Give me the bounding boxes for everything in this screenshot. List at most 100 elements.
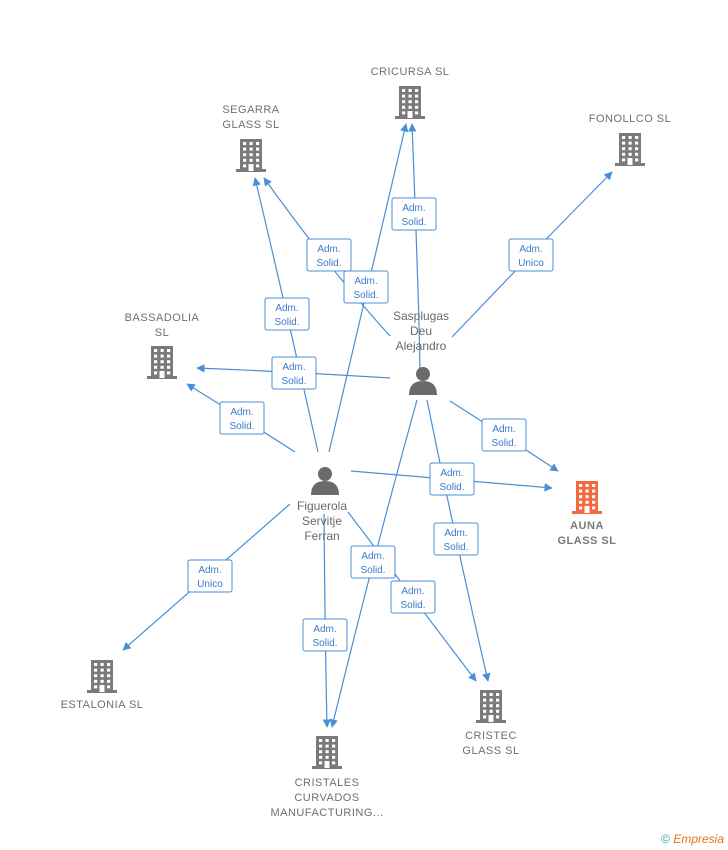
relation-label-line: Solid. xyxy=(360,565,385,576)
relation-label-figuerola-auna[interactable]: Adm. Solid. xyxy=(429,462,475,496)
relation-label-line: Solid. xyxy=(229,421,254,432)
company-node-auna[interactable]: AUNA GLASS SL xyxy=(557,481,616,547)
person-name-line: Servitje xyxy=(302,514,342,528)
company-node-segarra[interactable]: SEGARRA GLASS SL xyxy=(222,104,279,172)
relation-label-box xyxy=(219,401,265,435)
company-node-cricursa[interactable]: CRICURSA SL xyxy=(371,66,450,119)
company-name-line: CRISTEC xyxy=(465,730,517,742)
company-name-line: GLASS SL xyxy=(222,119,279,131)
company-name-line: ESTALONIA SL xyxy=(61,699,144,711)
company-name-line: GLASS SL xyxy=(557,535,616,547)
person-name-line: Alejandro xyxy=(396,339,447,353)
relation-label-box xyxy=(302,618,348,652)
relation-label-figuerola-segarra[interactable]: Adm.Solid. xyxy=(264,297,310,331)
relation-label-box xyxy=(481,418,527,452)
company-name-line: SL xyxy=(155,327,169,339)
relation-label-box xyxy=(187,559,233,593)
relation-label-line: Solid. xyxy=(491,438,516,449)
relation-label-line: Solid. xyxy=(401,217,426,228)
building-icon xyxy=(615,133,645,166)
company-name-line: CRISTALES xyxy=(295,777,360,789)
relation-label-box xyxy=(350,545,396,579)
company-node-estalonia[interactable]: ESTALONIA SL xyxy=(61,660,144,711)
building-icon xyxy=(147,346,177,379)
relation-label-line: Solid. xyxy=(353,290,378,301)
relation-label-line: Adm. xyxy=(282,362,305,373)
relation-label-figuerola-cricursa[interactable]: Adm. Solid. xyxy=(343,270,389,304)
relation-label-sasplugas-cristec[interactable]: Adm. Solid. xyxy=(433,522,479,556)
copyright-symbol: © xyxy=(661,832,670,846)
relation-label-sasplugas-cricursa[interactable]: Adm. Solid. xyxy=(391,197,437,231)
company-name-line: BASSADOLIA xyxy=(125,312,200,324)
relation-label-box xyxy=(429,462,475,496)
relation-label-line: Solid. xyxy=(312,638,337,649)
relation-label-sasplugas-cristales[interactable]: Adm. Solid. xyxy=(350,545,396,579)
company-name-line: CURVADOS xyxy=(294,792,359,804)
company-node-cristec[interactable]: CRISTEC GLASS SL xyxy=(462,690,519,757)
relation-label-sasplugas-bassadolia[interactable]: Adm. Solid. xyxy=(271,356,317,390)
relation-label-sasplugas-auna[interactable]: Adm. Solid. xyxy=(481,418,527,452)
relation-label-box xyxy=(508,238,554,272)
building-icon xyxy=(312,736,342,769)
relation-labels-layer: Adm.Solid.Adm.Solid.Adm.UnicoAdm.Solid.A… xyxy=(187,197,554,652)
relation-label-figuerola-cristales[interactable]: Adm. Solid. xyxy=(302,618,348,652)
person-name-line: Deu xyxy=(410,324,432,338)
relation-label-line: Adm. xyxy=(492,424,515,435)
relation-label-sasplugas-segarra[interactable]: Adm. Solid. xyxy=(306,238,352,272)
edges-layer xyxy=(122,123,613,728)
person-name-line: Figuerola xyxy=(297,499,347,513)
person-icon xyxy=(409,367,437,395)
footer-credit: © Empresia xyxy=(661,832,724,846)
relation-label-line: Adm. xyxy=(317,244,340,255)
person-name-line: Ferran xyxy=(304,529,339,543)
relation-label-box xyxy=(433,522,479,556)
relation-label-figuerola-bassadolia[interactable]: Adm. Solid. xyxy=(219,401,265,435)
relation-label-line: Adm. xyxy=(230,407,253,418)
relation-label-line: Adm. xyxy=(275,303,298,314)
company-name-line: CRICURSA SL xyxy=(371,66,450,78)
relation-label-sasplugas-fonollco[interactable]: Adm. Unico xyxy=(508,238,554,272)
company-name-line: SEGARRA xyxy=(222,104,279,116)
edge-sasplugas-cricursa xyxy=(408,123,421,379)
relation-label-box xyxy=(306,238,352,272)
relation-label-line: Adm. xyxy=(313,624,336,635)
relation-label-line: Solid. xyxy=(316,258,341,269)
company-name-line: AUNA xyxy=(570,520,604,532)
relation-label-line: Solid. xyxy=(439,482,464,493)
relation-label-line: Adm. xyxy=(198,565,221,576)
building-icon xyxy=(572,481,602,514)
relation-label-box xyxy=(391,197,437,231)
relation-label-line: Adm. xyxy=(440,468,463,479)
relation-label-box xyxy=(271,356,317,390)
relation-label-box xyxy=(343,270,389,304)
relation-label-line: Solid. xyxy=(443,542,468,553)
relation-label-line: Solid. xyxy=(281,376,306,387)
relation-label-figuerola-cristec[interactable]: Adm. Solid. xyxy=(390,580,436,614)
company-name-line: GLASS SL xyxy=(462,745,519,757)
relation-label-line: Adm. xyxy=(444,528,467,539)
company-node-cristales[interactable]: CRISTALES CURVADOS MANUFACTURING... xyxy=(270,736,383,819)
brand-name[interactable]: Empresia xyxy=(673,832,724,846)
person-name-line: Sasplugas xyxy=(393,309,449,323)
person-icon xyxy=(311,467,339,495)
relation-label-line: Adm. xyxy=(402,203,425,214)
company-node-fonollco[interactable]: FONOLLCO SL xyxy=(589,113,672,166)
building-icon xyxy=(476,690,506,723)
relation-label-line: Solid. xyxy=(400,600,425,611)
relation-label-line: Unico xyxy=(197,579,223,590)
building-icon xyxy=(395,86,425,119)
relation-label-line: Adm. xyxy=(401,586,424,597)
building-icon xyxy=(236,139,266,172)
relation-label-figuerola-estalonia[interactable]: Adm. Unico xyxy=(187,559,233,593)
building-icon xyxy=(87,660,117,693)
relation-label-line: Adm. xyxy=(354,276,377,287)
relation-label-line: Unico xyxy=(518,258,544,269)
relation-label-box xyxy=(264,297,310,331)
company-name-line: MANUFACTURING... xyxy=(270,807,383,819)
relation-label-line: Adm. xyxy=(361,551,384,562)
relation-label-line: Adm. xyxy=(519,244,542,255)
company-node-bassadolia[interactable]: BASSADOLIA SL xyxy=(125,312,200,379)
